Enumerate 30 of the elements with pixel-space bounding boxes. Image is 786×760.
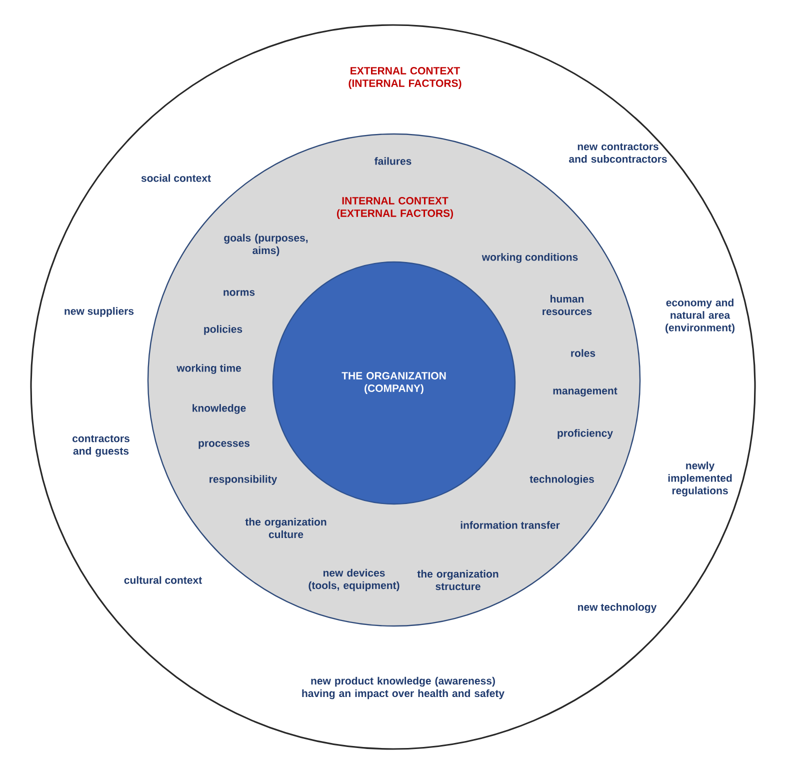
factor-label: goals (purposes, aims) (224, 234, 308, 256)
factor-label: new product knowledge (awareness) having an impact over health and safety (302, 676, 504, 700)
factor-label: economy and natural area (environment) (666, 298, 734, 334)
factor-label: new contractors and subcontractors (569, 143, 667, 163)
context-heading: EXTERNAL CONTEXT (INTERNAL FACTORS) (348, 67, 462, 89)
organization-label: THE ORGANIZATION (COMPANY) (342, 372, 446, 394)
factor-label: failures (374, 157, 412, 165)
factor-label: knowledge (192, 404, 246, 414)
factor-label: newly implemented regulations (668, 462, 732, 496)
factor-label: social context (141, 174, 211, 182)
factor-label: policies (204, 325, 242, 335)
factor-label: technologies (530, 475, 594, 485)
factor-label: working time (176, 364, 242, 374)
factor-label: processes (198, 441, 250, 449)
factor-label: responsibility (210, 475, 278, 485)
factor-label: proficiency (558, 429, 613, 439)
factor-label: roles (571, 349, 596, 357)
factor-label: cultural context (124, 576, 202, 584)
factor-label: new devices (tools, equipment) (308, 568, 400, 592)
factor-label: norms (224, 290, 255, 296)
factor-label: contractors and guests (72, 435, 130, 457)
context-heading: INTERNAL CONTEXT (EXTERNAL FACTORS) (337, 197, 453, 219)
factor-label: human resources (542, 294, 592, 316)
factor-label: information transfer (460, 521, 560, 529)
factor-label: the organization culture (245, 518, 326, 538)
factor-label: new technology (578, 603, 657, 613)
factor-label: working conditions (482, 253, 578, 263)
factor-label: the organization structure (417, 570, 498, 590)
factor-label: new suppliers (64, 307, 134, 317)
factor-label: management (553, 387, 618, 397)
